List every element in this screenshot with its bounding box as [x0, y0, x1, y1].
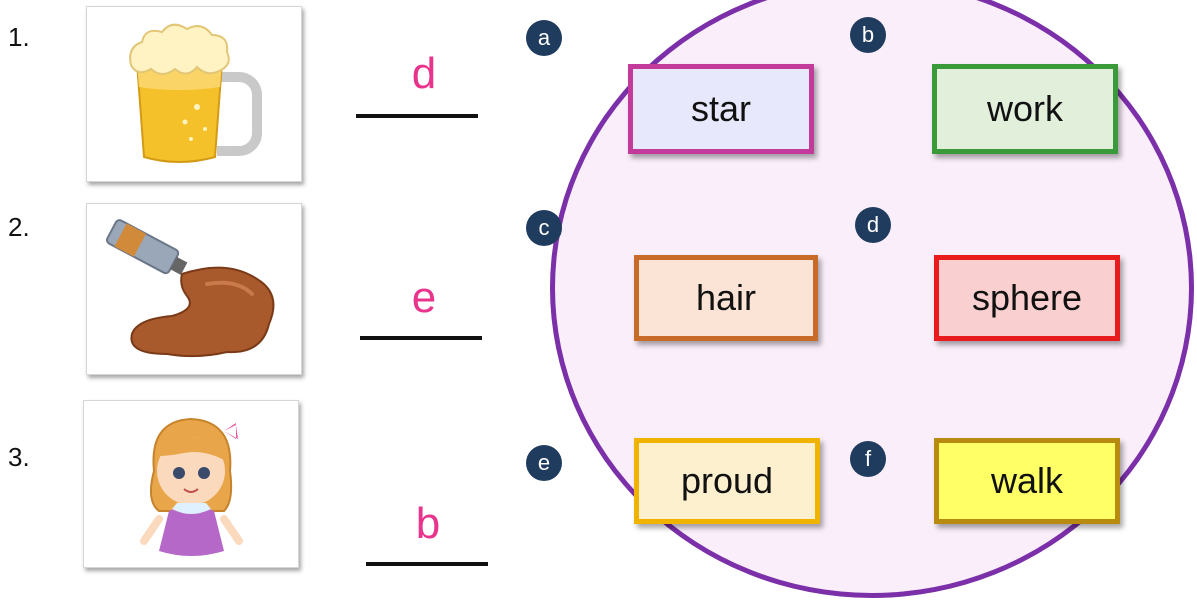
- choice-letter-b: b: [850, 17, 886, 53]
- choice-letter-e: e: [526, 445, 562, 481]
- picture-card-paint-tube: [86, 203, 302, 375]
- blank-line-1[interactable]: [356, 114, 478, 118]
- word-box-work[interactable]: work: [932, 64, 1118, 154]
- choice-letter-f: f: [850, 441, 886, 477]
- word-box-proud[interactable]: proud: [634, 438, 820, 524]
- choice-letter-a: a: [526, 20, 562, 56]
- item-number-1: 1.: [8, 22, 30, 52]
- item-number-2: 2.: [8, 212, 30, 242]
- picture-card-beer-mug: [86, 6, 302, 182]
- beer-mug-icon: [129, 23, 262, 163]
- choice-letter-c: c: [526, 210, 562, 246]
- word-box-sphere[interactable]: sphere: [934, 255, 1120, 341]
- answer-2: e: [411, 273, 437, 322]
- answer-3: b: [415, 499, 441, 548]
- picture-card-girl: [83, 400, 299, 568]
- word-box-hair[interactable]: hair: [634, 255, 818, 341]
- answer-1: d: [411, 49, 437, 98]
- blank-line-3[interactable]: [366, 562, 488, 566]
- choice-letter-d: d: [855, 207, 891, 243]
- word-box-star[interactable]: star: [628, 64, 814, 154]
- paint-tube-icon: [105, 219, 275, 358]
- blank-line-2[interactable]: [360, 336, 482, 340]
- girl-icon: [140, 417, 243, 556]
- item-number-3: 3.: [8, 442, 30, 472]
- word-box-walk[interactable]: walk: [934, 438, 1120, 524]
